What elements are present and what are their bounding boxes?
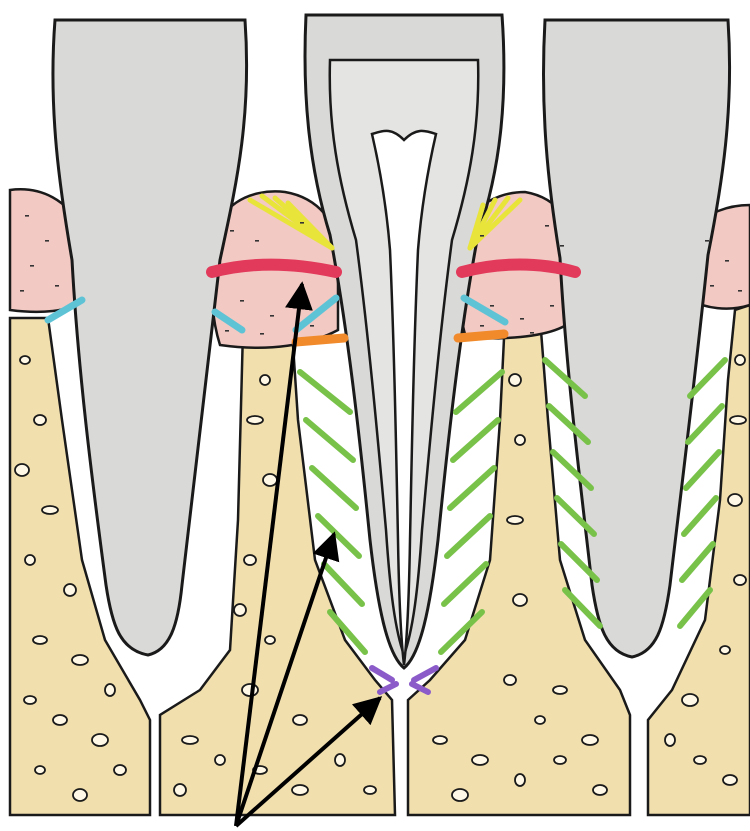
- bone-pore-icon: [265, 636, 275, 644]
- oblique-fiber-center-right: [447, 516, 490, 556]
- oblique-fiber-center-left: [306, 420, 353, 460]
- bone-pore-icon: [553, 686, 567, 694]
- gingiva-stipple-dot: [20, 290, 24, 292]
- bone-pore-icon: [507, 516, 523, 524]
- oblique-fiber-right-tooth-right: [686, 452, 719, 488]
- bone-pore-icon: [730, 416, 746, 424]
- bone-pore-icon: [182, 736, 198, 744]
- bone-pore-icon: [64, 584, 76, 596]
- bone-pore-icon: [35, 766, 45, 774]
- bone-pore-icon: [92, 734, 108, 746]
- gingiva-stipple-dot: [25, 215, 29, 217]
- gingiva-stipple-dot: [480, 235, 484, 237]
- oblique-fiber-center-right: [450, 468, 494, 508]
- oblique-fiber-right-tooth-right: [684, 498, 716, 534]
- gingiva-stipple-dot: [490, 305, 494, 307]
- bone-pore-icon: [247, 416, 263, 424]
- oblique-fiber-center-left: [312, 468, 356, 508]
- oblique-fiber-center-right: [453, 420, 498, 460]
- bone-pore-icon: [25, 555, 35, 565]
- bone-pore-icon: [73, 789, 87, 801]
- teeth: [53, 15, 730, 668]
- horizontal-fiber-left: [296, 338, 344, 342]
- gingiva-stipple-dot: [30, 265, 34, 267]
- bone-pore-icon: [244, 555, 256, 565]
- bone-pore-icon: [720, 646, 730, 654]
- bone-pore-icon: [452, 789, 468, 801]
- bone-pore-icon: [554, 756, 566, 764]
- gingiva-stipple-dot: [710, 285, 714, 287]
- bone-pore-icon: [174, 784, 186, 796]
- bone-pore-icon: [260, 375, 270, 385]
- gingiva-stipple-dot: [260, 333, 264, 335]
- oblique-fiber-right-tooth-right: [688, 406, 722, 442]
- bone-pore-icon: [694, 756, 706, 764]
- oblique-fiber-center-left: [318, 516, 359, 556]
- bone-pore-icon: [535, 716, 545, 724]
- bone-pore-icon: [20, 356, 30, 364]
- bone-pore-icon: [665, 734, 675, 746]
- gingiva-stipple-dot: [545, 225, 549, 227]
- gingiva-stipple-dot: [480, 325, 484, 327]
- gingiva-stipple-dot: [738, 290, 742, 292]
- bone-pore-icon: [114, 765, 126, 775]
- bone-pore-icon: [293, 715, 307, 725]
- bone-pore-icon: [735, 355, 745, 365]
- gingiva-stipple-dot: [225, 330, 229, 332]
- bone-pore-icon: [24, 696, 36, 704]
- bone-pore-icon: [33, 636, 47, 644]
- bone-pore-icon: [593, 785, 607, 795]
- oblique-fiber-right-tooth-right: [682, 544, 713, 580]
- bone-pore-icon: [515, 774, 525, 786]
- gingiva-stipple-dot: [310, 325, 314, 327]
- bone-pore-icon: [53, 715, 67, 725]
- gingiva-stipple-dot: [270, 315, 274, 317]
- bone-pore-icon: [364, 786, 376, 794]
- bone-pore-icon: [723, 775, 737, 785]
- gingiva-stipple-dot: [255, 240, 259, 242]
- bone-pore-icon: [105, 684, 115, 696]
- gingiva-stipple-dot: [45, 240, 49, 242]
- bone-pore-icon: [263, 474, 277, 486]
- bone-pore-icon: [292, 785, 308, 795]
- horizontal-fiber-right: [458, 334, 504, 338]
- gingiva-stipple-dot: [520, 318, 524, 320]
- bone-pore-icon: [509, 374, 521, 386]
- gingiva-stipple-dot: [550, 305, 554, 307]
- gingiva-stipple-dot: [240, 300, 244, 302]
- bone-pore-icon: [72, 655, 88, 665]
- bone-pore-icon: [682, 694, 698, 706]
- gingiva-stipple-dot: [705, 240, 709, 242]
- oblique-fiber-center-left: [300, 372, 350, 412]
- bone-pore-icon: [242, 684, 258, 696]
- bone-pore-icon: [504, 675, 516, 685]
- bone-pore-icon: [42, 506, 58, 514]
- bone-pore-icon: [215, 755, 225, 765]
- bone-pore-icon: [234, 604, 246, 616]
- gingiva-stipple-dot: [560, 245, 564, 247]
- gingiva-stipple-dot: [55, 285, 59, 287]
- gingiva-stipple-dot: [300, 222, 304, 224]
- bone-pore-icon: [15, 464, 29, 476]
- bone-pore-icon: [433, 736, 447, 744]
- bone-pore-icon: [335, 754, 345, 766]
- bone-pore-icon: [515, 435, 525, 445]
- bone-pore-icon: [582, 735, 598, 745]
- bone-pore-icon: [34, 415, 46, 425]
- gingiva-stipple-dot: [530, 332, 534, 334]
- bone-pore-icon: [734, 575, 746, 585]
- oblique-fiber-center-right: [456, 372, 502, 412]
- bone-pore-icon: [728, 494, 742, 506]
- apical-fiber-2: [380, 684, 396, 692]
- gingiva-stipple-dot: [725, 260, 729, 262]
- gingiva-stipple-dot: [230, 230, 234, 232]
- bone-pore-icon: [472, 755, 488, 765]
- bone-pore-icon: [513, 594, 527, 606]
